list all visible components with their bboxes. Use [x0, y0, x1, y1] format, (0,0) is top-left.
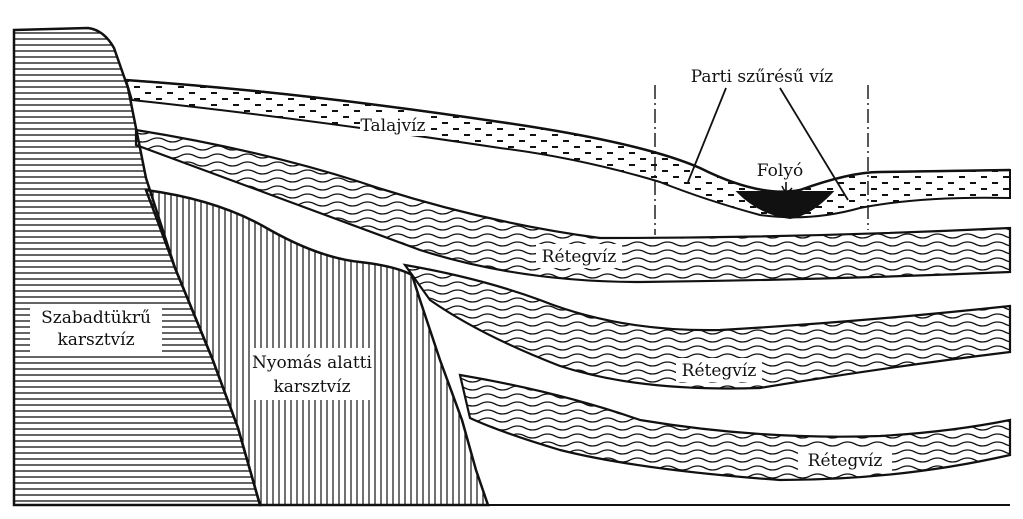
- layer-water-label-2: Rétegvíz: [682, 361, 757, 381]
- bank-filtered-water-label: Parti szűrésű víz: [691, 67, 834, 87]
- river-label: Folyó: [757, 161, 803, 181]
- free-karst-label-line1: Szabadtükrű: [41, 308, 151, 328]
- free-karst-label-line2: karsztvíz: [57, 330, 134, 350]
- layer-water-1: [134, 128, 1012, 284]
- pressured-karst-label-line2: karsztvíz: [273, 377, 350, 397]
- leader-line-right: [779, 87, 849, 201]
- river-shape: [735, 191, 835, 220]
- layer-water-label-1: Rétegvíz: [542, 247, 617, 267]
- layer-water-3: [458, 373, 1012, 482]
- layer-water-label-3: Rétegvíz: [808, 451, 883, 471]
- groundwater-label: Talajvíz: [361, 116, 426, 136]
- pressured-karst-label-line1: Nyomás alatti: [252, 353, 372, 373]
- layer-water-2: [402, 263, 1012, 390]
- groundwater-layer: [124, 78, 1011, 219]
- leader-line-left: [687, 87, 727, 183]
- pressured-karst-block: [144, 188, 490, 507]
- surface-line: [125, 78, 1011, 193]
